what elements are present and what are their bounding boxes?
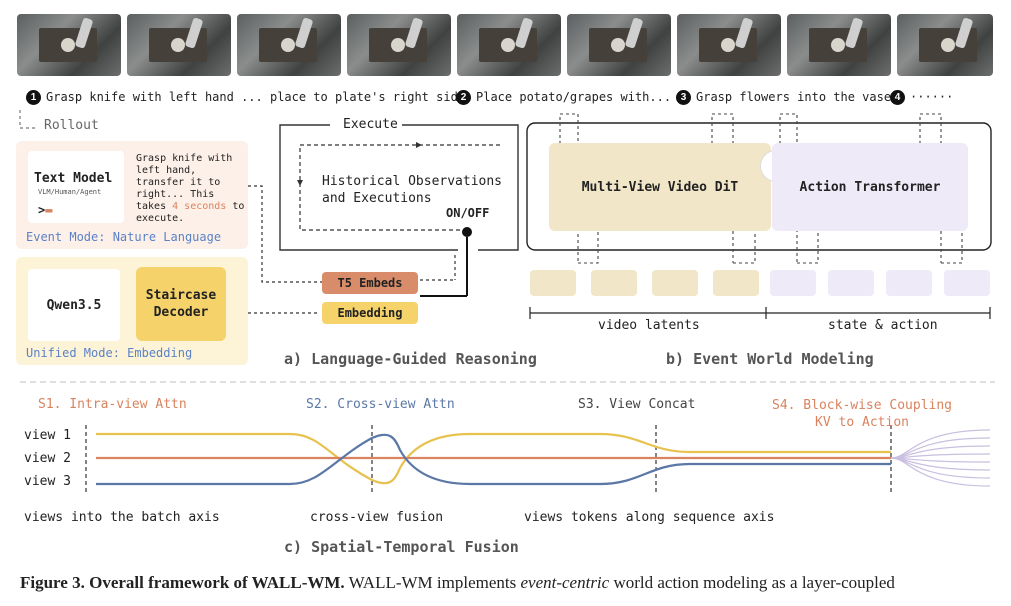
embedding-pill: Embedding [322,302,418,324]
unified-mode-label: Unified Mode: Embedding [26,346,193,360]
unified-mode-box: Qwen3.5 Staircase Decoder Unified Mode: … [16,257,248,365]
video-latent [591,270,637,296]
frame-thumbnail [677,14,781,76]
frame-thumbnail [457,14,561,76]
frame-thumbnail [347,14,451,76]
staircase-decoder-card: Staircase Decoder [136,267,226,341]
frame-thumbnail [17,14,121,76]
stage-s4: S4. Block-wise Coupling KV to Action [772,398,953,430]
text-model-prompt: Grasp knife with left hand, transfer it … [136,153,245,224]
text-model-card: Text Model VLM/Human/Agent >▬ [28,151,124,223]
video-latent [652,270,698,296]
state-action-latent [828,270,874,296]
frame-thumbnail [897,14,993,76]
video-latents-label: video latents [598,318,700,333]
history-text: Historical Observations and Executions [322,174,503,206]
terminal-icon: >▬ [38,203,53,217]
frame-thumbnail [787,14,891,76]
multi-view-video-dit: Multi-View Video DiT [549,143,771,231]
panel-b-title: b) Event World Modeling [666,350,874,368]
event-mode-box: Text Model VLM/Human/Agent >▬ Grasp knif… [16,141,248,249]
video-latent [713,270,759,296]
sequence-axis-label: views tokens along sequence axis [524,510,775,525]
qwen-card: Qwen3.5 [28,269,120,341]
view-1-label: view 1 [24,428,71,443]
state-action-label: state & action [828,318,938,333]
stage-s3: S3. View Concat [578,397,696,412]
cross-view-fusion-label: cross-view fusion [310,510,444,525]
stage-s1: S1. Intra-view Attn [38,397,187,412]
action-transformer: Action Transformer [772,143,968,231]
onoff-label: ON/OFF [446,206,490,220]
state-action-latent [886,270,932,296]
panel-a-title: a) Language-Guided Reasoning [284,350,537,368]
state-action-latent [770,270,816,296]
state-action-latent [944,270,990,296]
t5-embeds-pill: T5 Embeds [322,272,418,294]
video-latent [530,270,576,296]
event-mode-label: Event Mode: Nature Language [26,230,222,244]
figure-caption: Figure 3. Overall framework of WALL-WM. … [20,573,895,592]
view-3-label: view 3 [24,474,71,489]
frame-thumbnail [127,14,231,76]
execute-label: Execute [340,117,401,132]
batch-axis-label: views into the batch axis [24,510,220,525]
stage-s2: S2. Cross-view Attn [306,397,455,412]
view-2-label: view 2 [24,451,71,466]
frame-thumbnail [567,14,671,76]
frame-thumbnail [237,14,341,76]
panel-c-title: c) Spatial-Temporal Fusion [284,538,519,556]
rollout-label: Rollout [44,118,99,133]
step-4: 4······ [890,90,953,105]
